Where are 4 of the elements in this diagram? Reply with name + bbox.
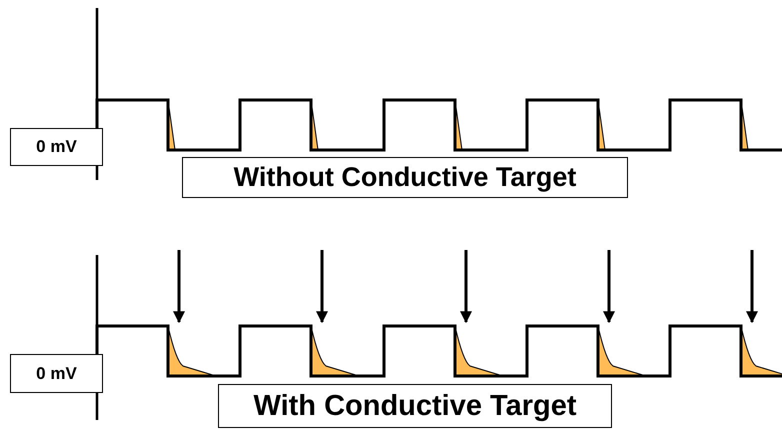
label-box: 0 mV [10, 128, 103, 166]
label-box: Without Conductive Target [182, 157, 628, 198]
label-box: With Conductive Target [218, 384, 612, 428]
label-box: 0 mV [10, 354, 103, 393]
